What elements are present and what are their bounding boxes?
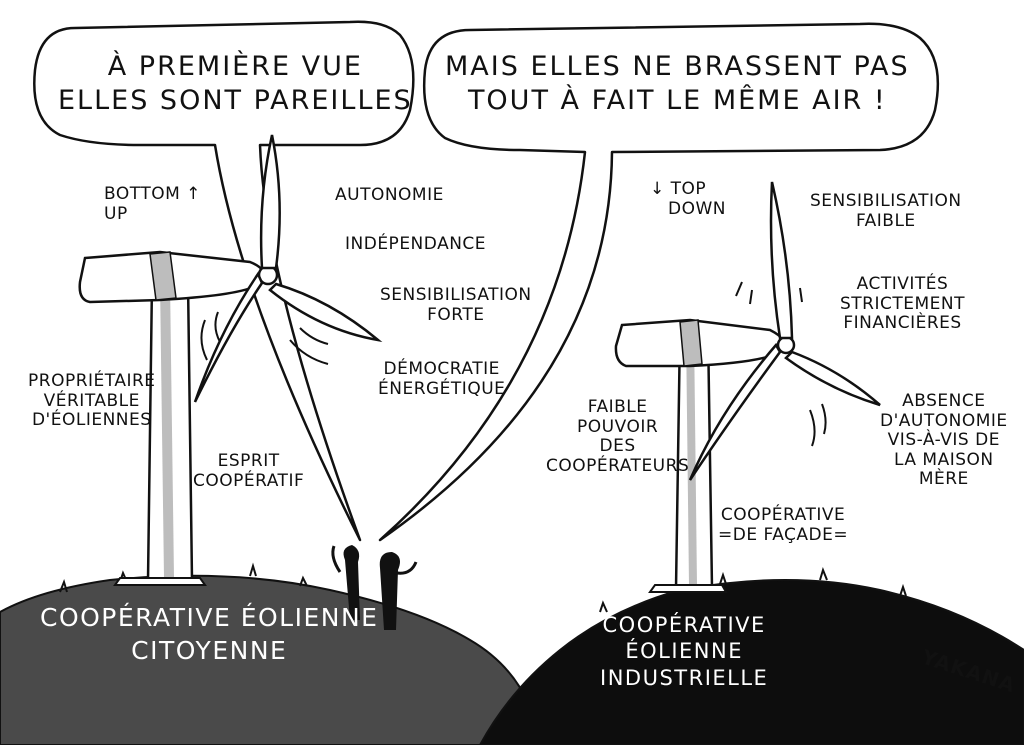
label-top-down-line-1: TOP: [670, 179, 707, 199]
label-proprietaire-veritable: PROPRIÉTAIRE VÉRITABLE D'ÉOLIENNES: [28, 371, 156, 431]
turbine-left-mast-shade: [160, 282, 174, 578]
hill-left-caption: COOPÉRATIVE ÉOLIENNE CITOYENNE: [40, 603, 379, 665]
speech-bubble-left-text: À PREMIÈRE VUE ELLES SONT PAREILLES: [58, 50, 413, 118]
label-bottom-up-line-2: UP: [104, 203, 128, 224]
label-absence-autonomie: ABSENCE D'AUTONOMIE VIS-À-VIS DE LA MAIS…: [880, 391, 1008, 490]
turbine-right-motion-lines: [735, 281, 827, 447]
speech-bubble-left: [33, 20, 415, 542]
speech-bubble-right: [378, 22, 940, 542]
bubble-left-line-1: À PREMIÈRE VUE: [107, 51, 363, 82]
turbine-left-base: [113, 577, 207, 586]
label-autonomie: AUTONOMIE: [335, 185, 444, 205]
label-activites-financieres: ACTIVITÉS STRICTEMENT FINANCIÈRES: [840, 274, 966, 334]
label-independance: INDÉPENDANCE: [345, 234, 487, 254]
turbine-left-blade-left: [193, 271, 264, 403]
turbine-left-blade-right: [268, 282, 383, 343]
turbine-left-nacelle-shade: [149, 251, 177, 301]
turbine-right-nacelle-shade: [679, 319, 703, 367]
label-faible-pouvoir: FAIBLE POUVOIR DES COOPÉRATEURS: [546, 397, 690, 476]
label-top-down: ↓ TOP DOWN: [650, 179, 726, 219]
bubble-left-line-2: ELLES SONT PAREILLES: [58, 84, 413, 116]
label-cooperative-facade: COOPÉRATIVE =DE FAÇADE=: [718, 505, 849, 545]
turbine-right-blade-left: [688, 342, 782, 481]
bubble-right-line-2: TOUT À FAIT LE MÊME AIR !: [467, 84, 887, 116]
label-democratie-energetique: DÉMOCRATIE ÉNERGÉTIQUE: [378, 359, 506, 399]
label-sensibilisation-faible: SENSIBILISATION FAIBLE: [810, 191, 962, 231]
wind-turbine-right: [614, 181, 881, 593]
turbine-right-blade-right: [784, 350, 881, 407]
turbine-left-motion-lines: [200, 311, 329, 365]
wind-turbine-left: [78, 134, 383, 586]
turbine-right-mast-shade: [686, 330, 697, 586]
arrow-up-icon: ↑: [186, 184, 201, 204]
turbine-right-blade-top: [769, 181, 794, 340]
label-top-down-line-2: DOWN: [668, 198, 726, 219]
grass-left: [59, 562, 308, 593]
arrow-down-icon: ↓: [650, 179, 665, 199]
two-people-figures: [331, 545, 418, 630]
label-bottom-up-line-1: BOTTOM: [104, 184, 181, 204]
hill-left: [0, 574, 542, 745]
turbine-right-base: [648, 584, 728, 593]
grass-right: [599, 566, 907, 613]
label-esprit-cooperatif: ESPRIT COOPÉRATIF: [193, 451, 305, 491]
label-sensibilisation-forte: SENSIBILISATION FORTE: [380, 285, 532, 325]
turbine-left-blade-top: [259, 134, 281, 270]
hill-right-caption: COOPÉRATIVE ÉOLIENNE INDUSTRIELLE: [600, 613, 769, 690]
speech-bubble-right-text: MAIS ELLES NE BRASSENT PAS TOUT À FAIT L…: [445, 50, 910, 118]
bubble-right-line-1: MAIS ELLES NE BRASSENT PAS: [445, 51, 910, 82]
label-bottom-up: BOTTOM ↑ UP: [104, 184, 201, 224]
